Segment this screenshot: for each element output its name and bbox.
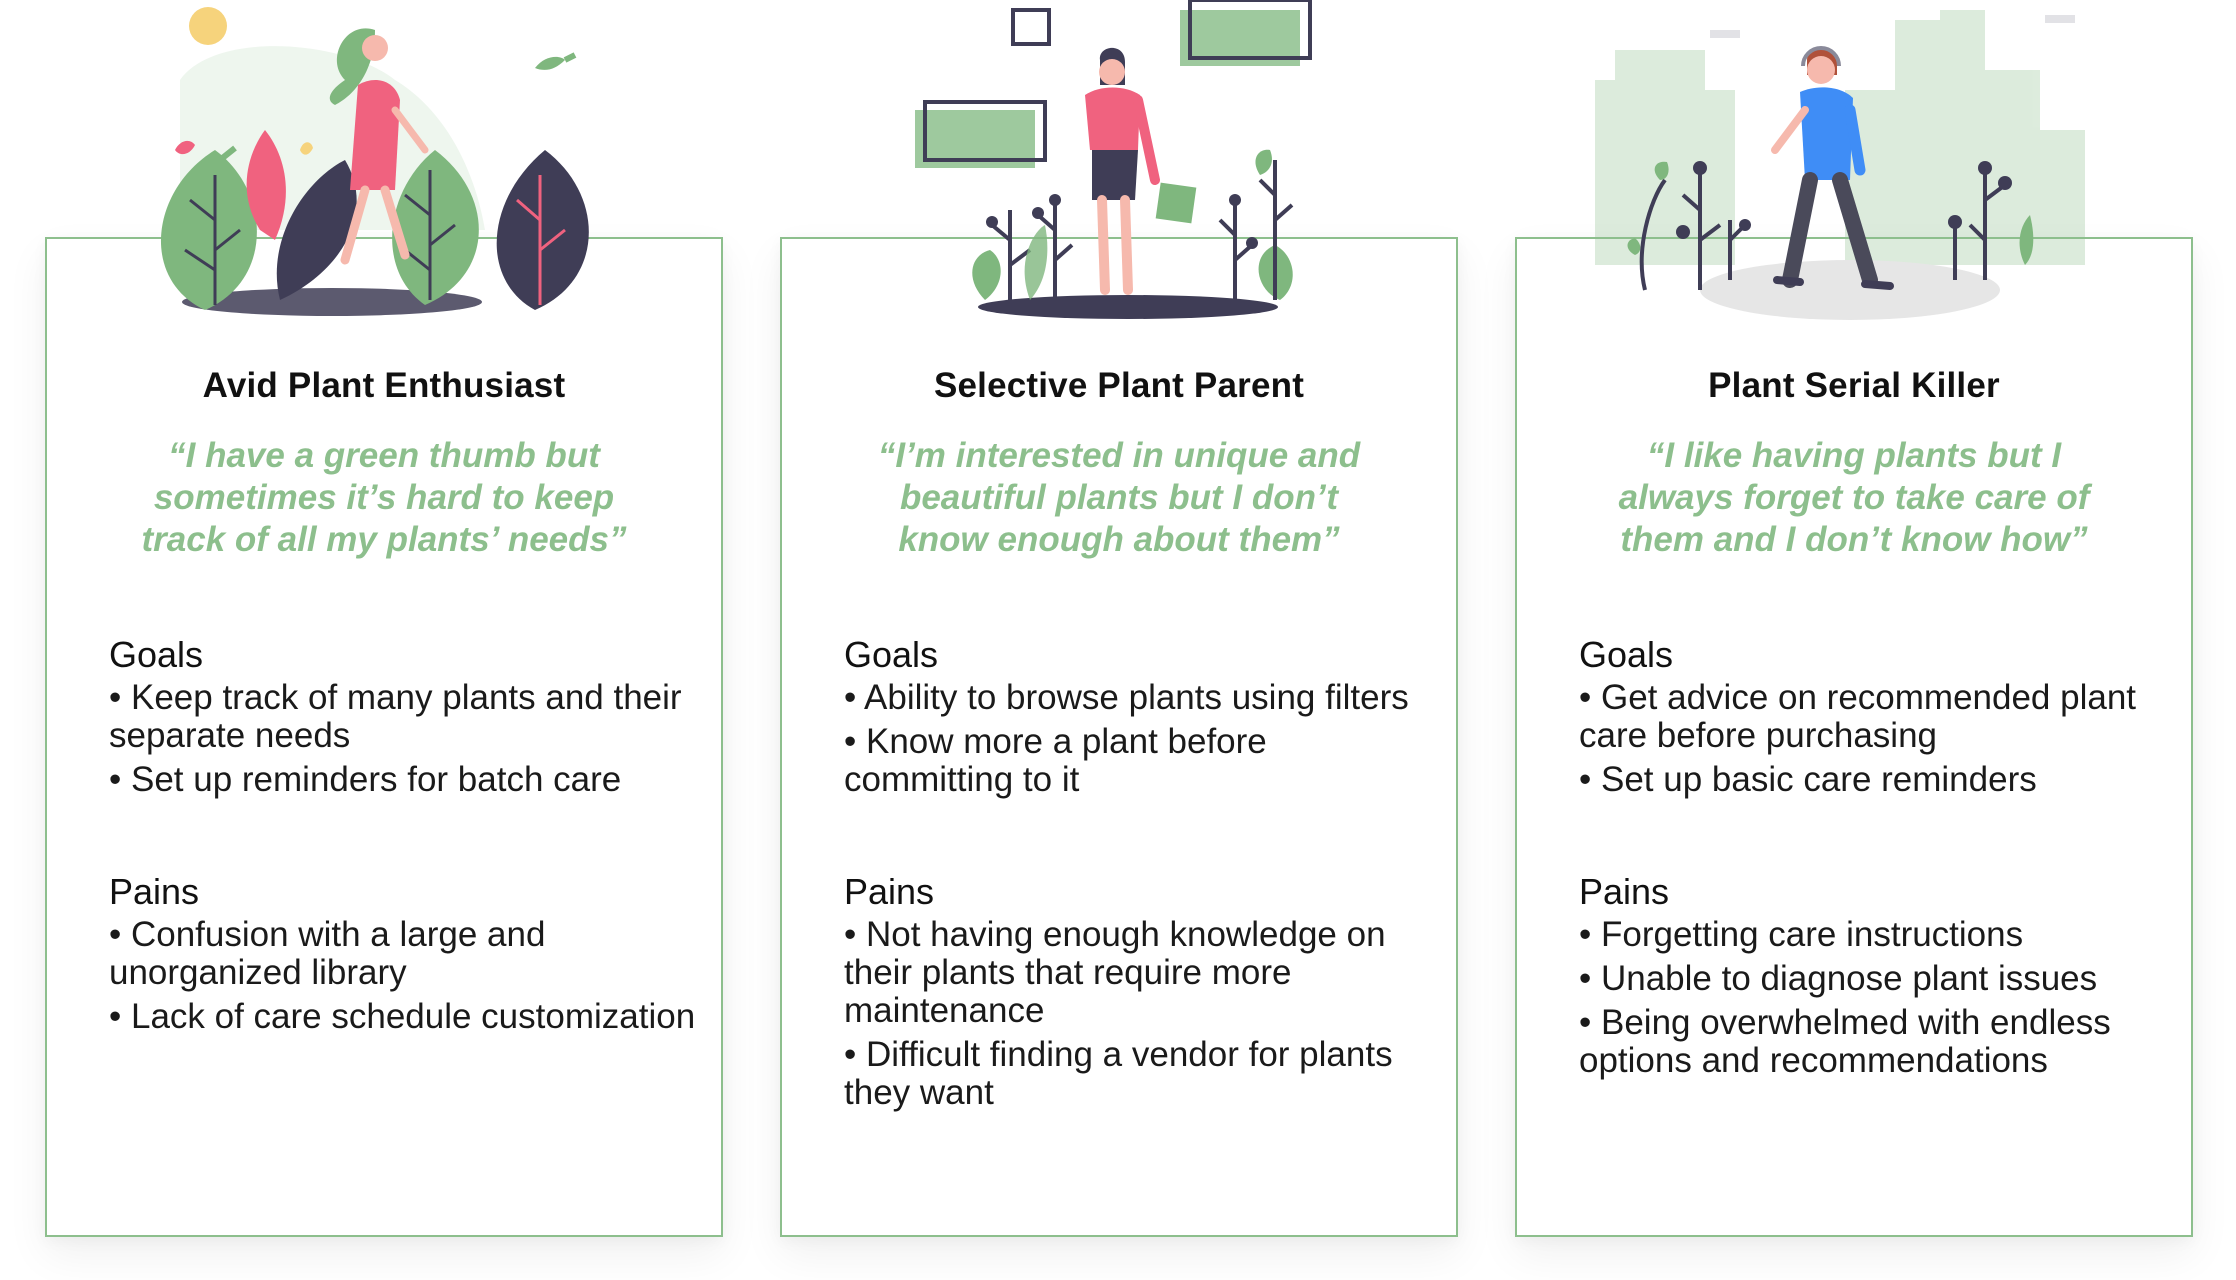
goal-item: • Set up reminders for batch care bbox=[109, 760, 622, 799]
pain-item: • Lack of care schedule customization bbox=[109, 997, 696, 1036]
persona-card-plant-serial-killer: Plant Serial Killer “I like having plant… bbox=[1515, 237, 2193, 1237]
pains-heading: Pains bbox=[844, 871, 935, 912]
goal-item: • Get advice on recommended plant care b… bbox=[1579, 678, 2137, 755]
persona-quote: “I have a green thumb but sometimes it’s… bbox=[141, 436, 627, 559]
goals-list: • Get advice on recommended plant care b… bbox=[1579, 679, 2169, 805]
pain-item: • Forgetting care instructions bbox=[1579, 915, 2024, 954]
persona-card-avid-plant-enthusiast: Avid Plant Enthusiast “I have a green th… bbox=[45, 237, 723, 1237]
goal-item: • Ability to browse plants using filters bbox=[844, 678, 1409, 717]
persona-title: Avid Plant Enthusiast bbox=[202, 366, 566, 405]
pains-list: • Forgetting care instructions • Unable … bbox=[1579, 916, 2169, 1086]
goals-heading: Goals bbox=[109, 634, 204, 675]
pain-item: • Not having enough knowledge on their p… bbox=[844, 915, 1386, 1030]
pains-heading: Pains bbox=[109, 871, 200, 912]
persona-card-selective-plant-parent: Selective Plant Parent “I’m interested i… bbox=[780, 237, 1458, 1237]
pains-heading: Pains bbox=[1579, 871, 1670, 912]
goal-item: • Know more a plant before committing to… bbox=[844, 722, 1267, 799]
goal-item: • Set up basic care reminders bbox=[1579, 760, 2037, 799]
pain-item: • Confusion with a large and unorganized… bbox=[109, 915, 546, 992]
pains-list: • Confusion with a large and unorganized… bbox=[109, 916, 699, 1042]
persona-title: Plant Serial Killer bbox=[1708, 366, 2000, 405]
goals-heading: Goals bbox=[844, 634, 939, 675]
pain-item: • Being overwhelmed with endless options… bbox=[1579, 1003, 2111, 1080]
goals-list: • Keep track of many plants and their se… bbox=[109, 679, 699, 805]
pain-item: • Difficult finding a vendor for plants … bbox=[844, 1035, 1393, 1112]
pain-item: • Unable to diagnose plant issues bbox=[1579, 959, 2098, 998]
goal-item: • Keep track of many plants and their se… bbox=[109, 678, 682, 755]
goals-heading: Goals bbox=[1579, 634, 1674, 675]
persona-quote: “I’m interested in unique and beautiful … bbox=[877, 436, 1361, 559]
persona-title: Selective Plant Parent bbox=[933, 366, 1305, 405]
pains-list: • Not having enough knowledge on their p… bbox=[844, 916, 1434, 1118]
goals-list: • Ability to browse plants using filters… bbox=[844, 679, 1434, 805]
persona-quote: “I like having plants but I always forge… bbox=[1618, 436, 2090, 559]
